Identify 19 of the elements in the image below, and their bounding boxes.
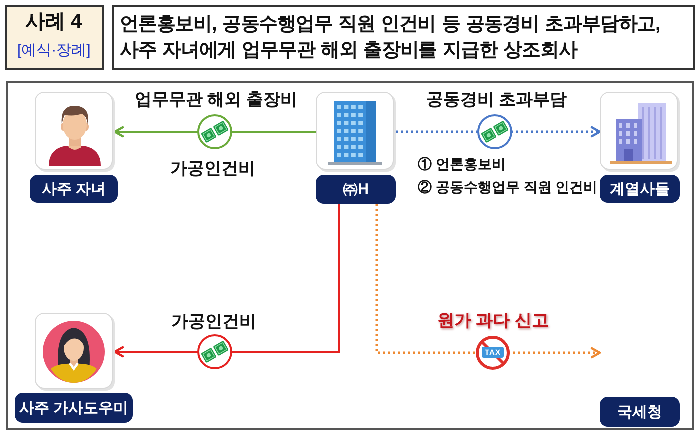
title-banner: 언론홍보비, 공동수행업무 직원 인건비 등 공동경비 초과부담하고, 사주 자녀에게 업무무관 해외 출장비를 지급한 상조회사 — [112, 5, 695, 70]
arrow — [376, 204, 602, 359]
arrow — [396, 126, 602, 138]
flow-label: 가공인건비 — [170, 158, 256, 179]
edge-label: 가공인건비 — [172, 312, 256, 332]
category-label: [예식·장례] — [18, 41, 91, 60]
arrow — [114, 126, 316, 138]
edge-label: 공동경비 초과부담 — [426, 90, 568, 110]
arrow — [114, 204, 340, 358]
name-tag: ㈜H — [316, 175, 396, 204]
list-item: ② 공동수행업무 직원 인건비 — [418, 178, 598, 196]
name-tag: 사주 자녀 — [30, 175, 118, 203]
case-number: 사례 4 — [26, 10, 82, 35]
edge-label: 원가 과다 신고 — [438, 311, 549, 331]
name-tag: 계열사들 — [600, 175, 680, 203]
edge-label: 업무무관 해외 출장비 — [135, 90, 298, 110]
name-tag: 사주 가사도우미 — [15, 393, 133, 423]
name-tag: 국세청 — [600, 397, 680, 427]
list-item: ① 언론홍보비 — [418, 155, 506, 173]
